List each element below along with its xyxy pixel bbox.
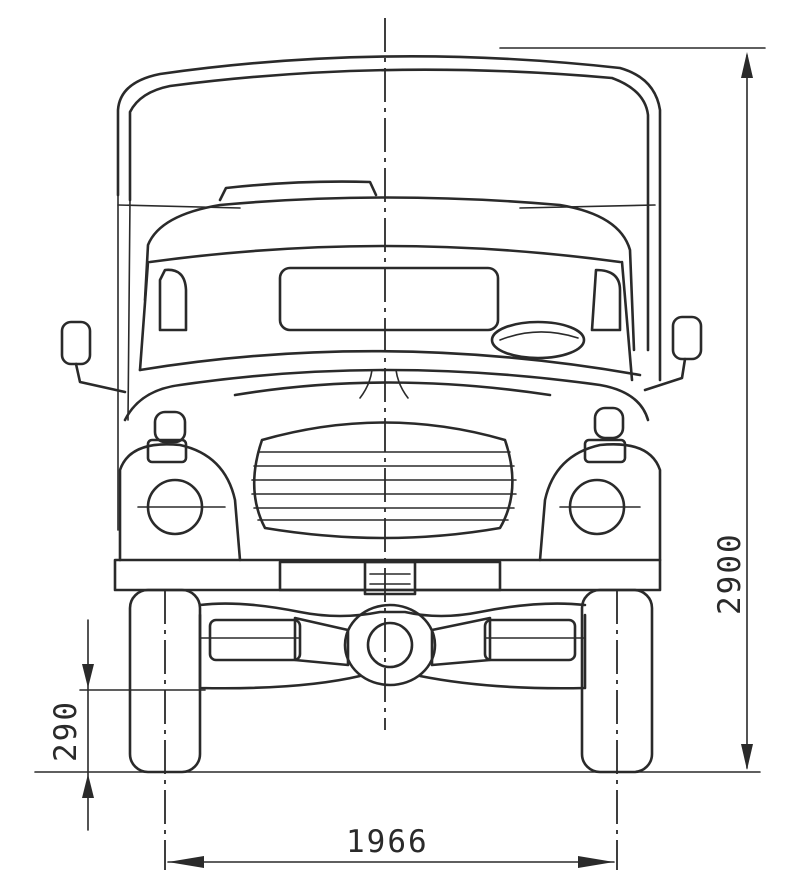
roof-vent [218,180,378,202]
clearance-dimension [79,619,206,831]
track-dimension-label: 1966 [346,824,429,860]
radiator-grille [251,421,517,540]
front-axle [198,602,587,690]
right-mirror [643,315,703,392]
cab [138,196,642,382]
hood [123,368,650,422]
left-parking-lamp [146,410,188,464]
right-parking-lamp [583,406,627,464]
steering-wheel [490,320,586,360]
windshield-panel [278,266,500,332]
left-mirror [60,320,127,394]
right-fender [538,443,662,562]
track-dimension [167,856,615,868]
height-dimension-label: 2900 [712,532,748,615]
left-fender [118,443,242,562]
canvas-tarp [116,55,662,531]
clearance-dimension-label: 290 [48,700,84,762]
height-dimension [499,47,766,770]
differential-housing [343,603,437,687]
front-bumper [113,558,662,596]
